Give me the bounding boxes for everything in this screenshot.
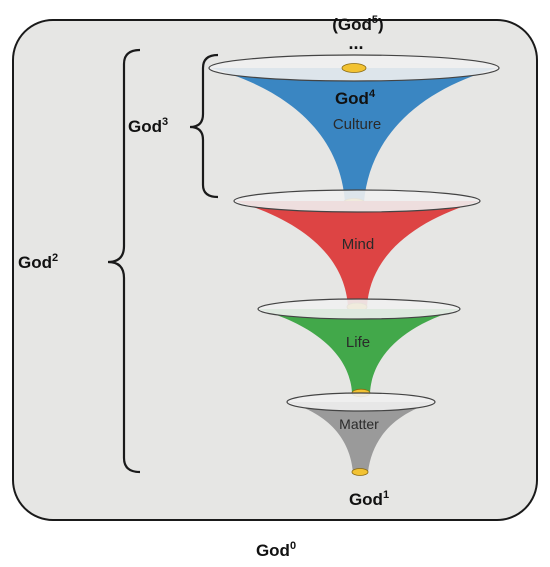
label-god0-base: God xyxy=(256,541,290,560)
label-god0-exp: 0 xyxy=(290,540,296,552)
god2-bracket xyxy=(107,48,141,474)
funnel-matter xyxy=(286,392,436,476)
label-god2: God2 xyxy=(18,252,58,272)
label-god0: God0 xyxy=(256,540,296,560)
label-god3: God3 xyxy=(128,116,168,136)
label-god2-exp: 2 xyxy=(52,252,58,264)
label-god5-exp: 5 xyxy=(372,14,378,26)
funnel-life-rim xyxy=(257,298,461,320)
funnel-matter-body xyxy=(287,402,435,472)
god3-bracket xyxy=(189,53,219,199)
label-god4-base: God xyxy=(335,89,369,108)
funnel-culture-top-hole xyxy=(341,63,367,73)
funnel-mind-body xyxy=(235,201,480,307)
label-god1: God1 xyxy=(349,489,389,509)
label-god5-close: ) xyxy=(378,15,384,34)
funnel-life-body xyxy=(258,309,460,393)
label-god3-base: God xyxy=(128,117,162,136)
funnel-life xyxy=(257,298,461,398)
label-god1-base: God xyxy=(349,490,383,509)
label-god5: (God5) xyxy=(332,14,383,34)
funnel-matter-rim xyxy=(286,392,436,412)
label-god2-base: God xyxy=(18,253,52,272)
diagram-panel xyxy=(12,19,538,521)
funnel-culture-body xyxy=(211,68,497,202)
funnel-label-life: Life xyxy=(346,334,370,351)
funnel-label-matter: Matter xyxy=(339,416,379,432)
label-god4-exp: 4 xyxy=(369,88,376,100)
label-god3-exp: 3 xyxy=(162,116,168,128)
funnel-mind-rim xyxy=(233,189,481,213)
label-god5-base: (God xyxy=(332,15,372,34)
label-ellipsis: ... xyxy=(348,33,363,53)
label-god4: God4 xyxy=(335,88,376,108)
label-god1-exp: 1 xyxy=(383,489,389,501)
funnel-label-culture: Culture xyxy=(333,116,381,133)
funnel-matter-spout xyxy=(351,468,369,476)
funnel-label-mind: Mind xyxy=(342,236,375,253)
